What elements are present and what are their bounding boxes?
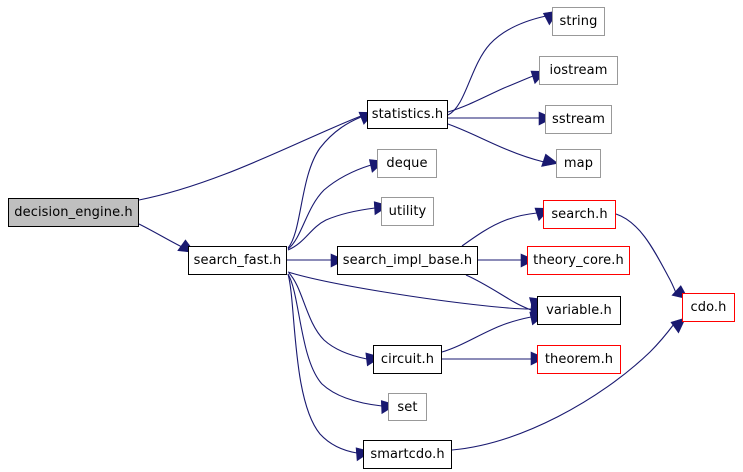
- node-label-cdo: cdo.h: [690, 300, 727, 315]
- arrow-head-map: [541, 153, 559, 167]
- node-label-utility: utility: [388, 204, 427, 219]
- edge-search_fast-to-deque: [287, 164, 372, 250]
- node-search[interactable]: search.h: [543, 200, 616, 229]
- node-utility[interactable]: utility: [381, 197, 434, 226]
- node-label-set: set: [397, 399, 418, 415]
- node-decision_engine: decision_engine.h: [8, 198, 139, 227]
- edge-search_fast-to-variable: [287, 271, 532, 310]
- edge-decision_engine-to-search_fast: [138, 223, 183, 248]
- node-label-sstream: sstream: [551, 112, 606, 127]
- node-label-theory_core: theory_core.h: [533, 253, 624, 268]
- node-label-circuit: circuit.h: [380, 352, 435, 367]
- node-label-map: map: [563, 156, 594, 171]
- node-iostream[interactable]: iostream: [539, 56, 618, 85]
- arrow-head-cdo_bottom: [670, 317, 687, 334]
- node-circuit[interactable]: circuit.h: [373, 345, 442, 374]
- edge-statistics-to-string: [447, 15, 547, 116]
- edge-search_fast-to-statistics: [287, 116, 362, 249]
- node-label-search_impl_base: search_impl_base.h: [342, 253, 473, 268]
- node-set[interactable]: set: [388, 393, 427, 421]
- node-cdo[interactable]: cdo.h: [682, 293, 735, 322]
- node-deque[interactable]: deque: [377, 149, 437, 178]
- edge-decision_engine-to-statistics: [138, 115, 362, 201]
- edge-statistics-to-iostream: [447, 75, 534, 113]
- node-theorem[interactable]: theorem.h: [537, 345, 621, 374]
- edge-smartcdo-to-cdo: [451, 323, 675, 451]
- edge-statistics-to-map: [447, 123, 545, 163]
- node-label-variable: variable.h: [546, 303, 612, 318]
- node-label-theorem: theorem.h: [544, 352, 614, 367]
- node-label-search: search.h: [551, 207, 608, 222]
- node-label-smartcdo: smartcdo.h: [370, 447, 445, 462]
- edge-search_impl_base-to-variable: [465, 274, 532, 311]
- edge-paths: [138, 15, 677, 454]
- edge-circuit-to-variable: [441, 316, 532, 353]
- edge-search-to-cdo: [615, 213, 677, 294]
- edge-search_fast-to-utility: [287, 207, 376, 251]
- edge-search_impl_base-to-search: [461, 212, 538, 247]
- node-theory_core[interactable]: theory_core.h: [527, 246, 630, 275]
- node-label-deque: deque: [386, 156, 428, 171]
- node-smartcdo[interactable]: smartcdo.h: [363, 440, 452, 469]
- node-label-decision_engine: decision_engine.h: [14, 205, 133, 220]
- node-label-string: string: [559, 14, 598, 29]
- node-string[interactable]: string: [552, 7, 605, 36]
- node-search_impl_base[interactable]: search_impl_base.h: [337, 246, 478, 275]
- node-label-iostream: iostream: [549, 63, 608, 78]
- node-map[interactable]: map: [556, 149, 601, 178]
- node-sstream[interactable]: sstream: [545, 105, 612, 134]
- node-variable[interactable]: variable.h: [537, 296, 621, 325]
- node-label-search_fast: search_fast.h: [193, 253, 282, 268]
- edge-search_fast-to-smartcdo: [287, 273, 358, 454]
- node-statistics[interactable]: statistics.h: [367, 100, 448, 129]
- edge-search_fast-to-set: [287, 273, 383, 407]
- edge-search_fast-to-circuit: [288, 272, 368, 360]
- node-label-statistics: statistics.h: [371, 107, 444, 122]
- node-search_fast[interactable]: search_fast.h: [188, 246, 287, 275]
